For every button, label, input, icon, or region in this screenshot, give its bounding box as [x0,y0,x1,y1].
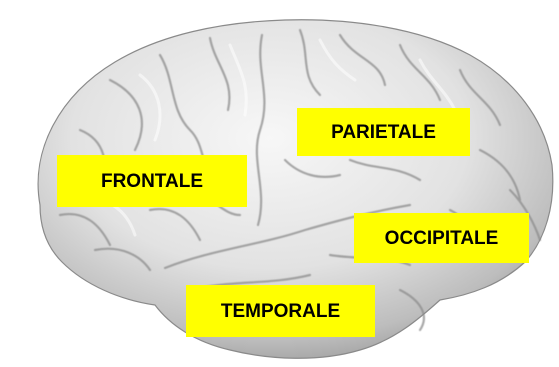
label-parietale: PARIETALE [297,108,470,156]
label-frontale: FRONTALE [57,155,247,207]
label-temporale: TEMPORALE [186,285,375,337]
label-occipitale: OCCIPITALE [354,213,529,263]
